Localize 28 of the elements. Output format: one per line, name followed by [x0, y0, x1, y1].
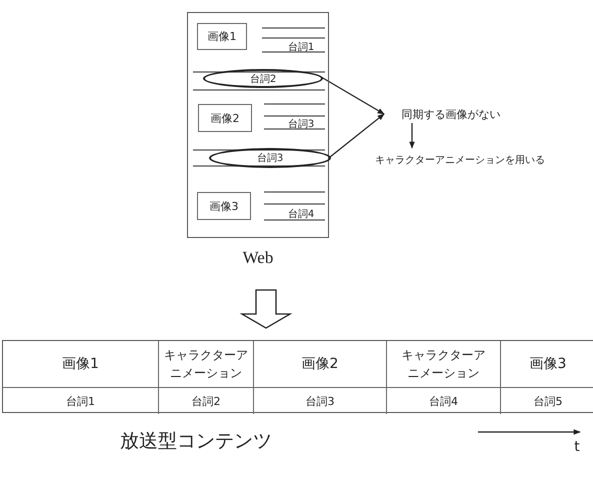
table-cell: 画像1: [3, 341, 159, 388]
table-cell: 台詞2: [159, 388, 254, 414]
node-label: 放送型コンテンツ: [120, 429, 272, 454]
arrow: [322, 76, 385, 115]
table-cell: 台詞4: [387, 388, 501, 414]
table-cell: キャラクターアニメーション: [387, 341, 501, 388]
image-box: 画像3: [197, 192, 251, 220]
block-arrow: [240, 289, 292, 329]
node-label: Web: [242, 248, 274, 268]
table-cell: 画像2: [254, 341, 387, 388]
web-page-outline: [187, 12, 329, 238]
table-cell: キャラクターアニメーション: [159, 341, 254, 388]
timeline-table: [2, 340, 593, 413]
table-cell-text: 台詞5: [532, 394, 564, 410]
dialogue-text: 台詞3: [286, 118, 316, 130]
table-cell: 画像3: [501, 341, 593, 388]
table-cell: 台詞1: [3, 388, 159, 414]
arrow: [330, 114, 385, 158]
arrow: [409, 123, 415, 149]
table-cell: 台詞3: [254, 388, 387, 414]
note-text: 同期する画像がない: [386, 105, 516, 123]
highlight-ellipse: 台詞3: [209, 148, 331, 168]
dialogue-text: 台詞1: [286, 41, 316, 52]
dialogue-text: 台詞4: [286, 208, 316, 220]
highlight-ellipse: 台詞2: [203, 69, 323, 88]
image-box: 画像2: [198, 104, 252, 132]
axis-label: t: [573, 438, 581, 456]
image-box: 画像1: [197, 23, 247, 50]
